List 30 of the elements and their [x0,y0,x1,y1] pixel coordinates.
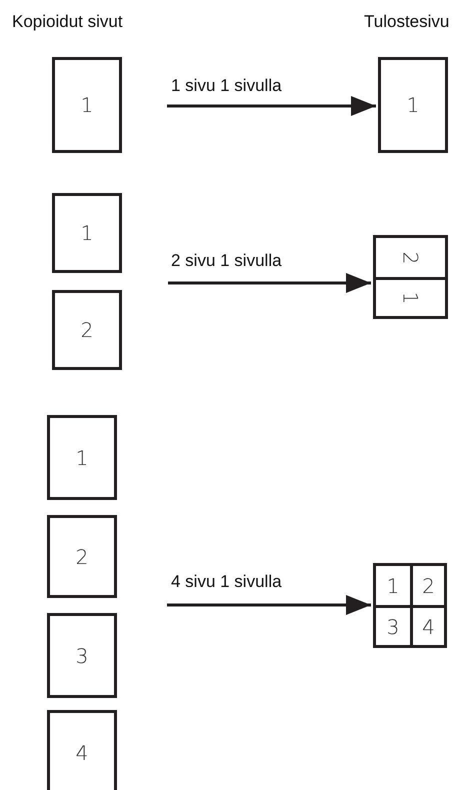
column-heading: Tulostesivu [364,12,450,32]
page-number: 1 [76,446,88,470]
page-sheet [52,57,122,153]
page-number: 4 [76,740,88,764]
page-number: 1 [80,93,94,117]
page-number: 3 [76,644,88,668]
page-number: 1 [80,221,94,245]
page-frame [373,235,448,319]
page-sheet [52,193,122,273]
page-number: 3 [386,614,400,638]
page-cell [410,605,444,645]
page-number: 2 [76,544,88,568]
page-number: 1 [406,93,420,117]
column-heading: Kopioidut sivut [12,12,123,32]
page-sheet [47,415,117,500]
arrow [167,96,376,116]
page-number: 2 [422,574,435,598]
page-sheet [47,515,117,598]
page-number: 4 [422,614,435,638]
page-number: 2 [80,318,94,342]
page-number: 2 [398,251,422,264]
page-sheet [52,290,122,370]
arrow [168,273,371,293]
page-number: 1 [398,292,422,304]
page-sheet [378,57,448,153]
page-sheet [47,613,117,698]
arrow [167,595,371,615]
page-number: 1 [386,574,400,598]
page-sheet [47,710,117,790]
page-frame [373,563,447,648]
